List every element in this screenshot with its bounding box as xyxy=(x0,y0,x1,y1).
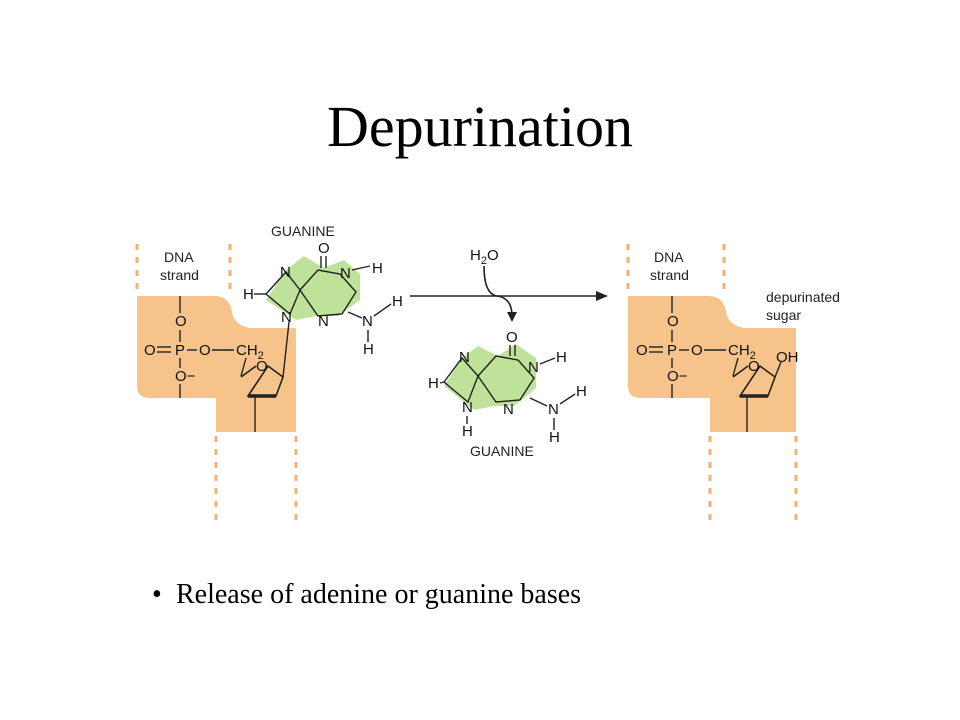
left-dna-label-line2: strand xyxy=(160,267,199,283)
released-h8: H xyxy=(428,375,439,392)
right-dna-label-line1: DNA xyxy=(654,249,684,265)
released-h2a-bond xyxy=(559,393,576,405)
left-phosphate-o-top: O xyxy=(175,313,187,330)
released-h1: H xyxy=(556,349,567,366)
released-n9: N xyxy=(462,399,473,416)
attached-h1-bond xyxy=(351,265,371,271)
attached-h2a: H xyxy=(392,293,403,310)
guanine-ring-fill-attached xyxy=(266,256,360,320)
left-phosphate-o-double: O xyxy=(144,342,156,359)
reaction-arrowhead xyxy=(596,291,608,301)
attached-n2-bond xyxy=(347,311,363,319)
attached-n2: N xyxy=(362,313,373,330)
guanine-label-top: GUANINE xyxy=(271,223,335,239)
left-dna-label-line1: DNA xyxy=(164,249,194,265)
left-dna-strand: DNA strand O O P O CH2 O− O xyxy=(135,244,298,524)
attached-n1: N xyxy=(340,265,351,282)
released-n7: N xyxy=(459,349,470,366)
released-h9: H xyxy=(462,423,473,440)
guanine-ring-fill-released xyxy=(444,344,536,410)
depurinated-label-line1: depurinated xyxy=(766,289,840,305)
left-sugar-backbone-shape xyxy=(137,296,296,432)
depurinated-oh-group: OH xyxy=(776,349,799,366)
attached-n9: N xyxy=(281,309,292,326)
right-dna-strand: DNA strand depurinated sugar O O P O CH2… xyxy=(626,244,840,524)
attached-n7: N xyxy=(280,264,291,281)
right-sugar-oh-bond xyxy=(774,361,782,378)
released-h2b: H xyxy=(549,429,560,446)
released-h8-bond xyxy=(439,381,445,384)
water-label: H2O xyxy=(470,247,499,267)
water-in-curve xyxy=(483,265,498,297)
bullet-dot-icon: • xyxy=(152,579,162,610)
right-phosphate-o-bridge: O xyxy=(691,342,703,359)
right-phosphate-o-double: O xyxy=(636,342,648,359)
depurinated-label-line2: sugar xyxy=(766,307,801,323)
right-phosphate-p: P xyxy=(667,342,677,359)
right-dna-label-line2: strand xyxy=(650,267,689,283)
right-ch2-to-ring xyxy=(732,357,739,377)
slide-title: Depurination xyxy=(326,94,634,159)
attached-h2b: H xyxy=(363,341,374,358)
right-sugar-backbone-shape xyxy=(628,296,796,432)
attached-h8: H xyxy=(243,286,254,303)
left-ch2: CH2 xyxy=(236,342,264,362)
left-sugar-ring-o: O xyxy=(256,358,268,375)
bullet-item: • Release of adenine or guanine bases xyxy=(152,578,581,612)
released-h2a: H xyxy=(576,383,587,400)
released-h1-bond xyxy=(539,357,556,365)
attached-n3: N xyxy=(318,313,329,330)
guanine-label-released: GUANINE xyxy=(470,443,534,459)
released-n3: N xyxy=(503,401,514,418)
guanine-out-arrowhead xyxy=(507,312,517,322)
right-ch2: CH2 xyxy=(728,342,756,362)
left-phosphate-p: P xyxy=(175,342,185,359)
attached-guanine: GUANINE N H N N N O H N H H xyxy=(243,223,403,358)
left-phosphate-o-minus: O− xyxy=(175,368,196,385)
released-n1: N xyxy=(528,359,539,376)
attached-h2a-bond xyxy=(373,303,392,317)
left-ch2-to-ring xyxy=(240,357,247,377)
released-o6: O xyxy=(506,329,518,346)
bullet-text: Release of adenine or guanine bases xyxy=(176,579,582,610)
right-phosphate-o-minus: O− xyxy=(667,368,688,385)
attached-h1: H xyxy=(372,260,383,277)
released-n2-bond xyxy=(529,397,548,407)
left-glycosidic-bond xyxy=(282,321,290,378)
left-phosphate-o-bridge: O xyxy=(199,342,211,359)
attached-o6: O xyxy=(318,240,330,257)
right-sugar-ring-o: O xyxy=(748,358,760,375)
released-n2: N xyxy=(548,401,559,418)
guanine-rings-attached xyxy=(264,269,357,317)
reaction-arrow: H2O xyxy=(410,247,608,322)
guanine-rings-released xyxy=(443,355,535,404)
right-phosphate-o-top: O xyxy=(667,313,679,330)
released-guanine: O N N H H N N H N H H GUANINE xyxy=(428,329,587,459)
